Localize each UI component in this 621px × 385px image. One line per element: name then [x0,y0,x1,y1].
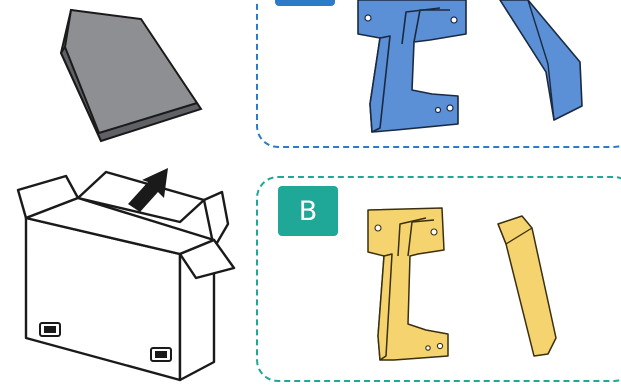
panel-a-badge [275,0,335,6]
flat-board-icon [55,5,210,145]
bracket-part-icon [364,206,450,362]
bracket-part-icon [354,0,474,132]
rail-part-icon [498,0,588,122]
rail-part-icon [494,216,564,358]
cardboard-box-icon [8,168,238,383]
panel-b-badge: B [278,186,338,236]
